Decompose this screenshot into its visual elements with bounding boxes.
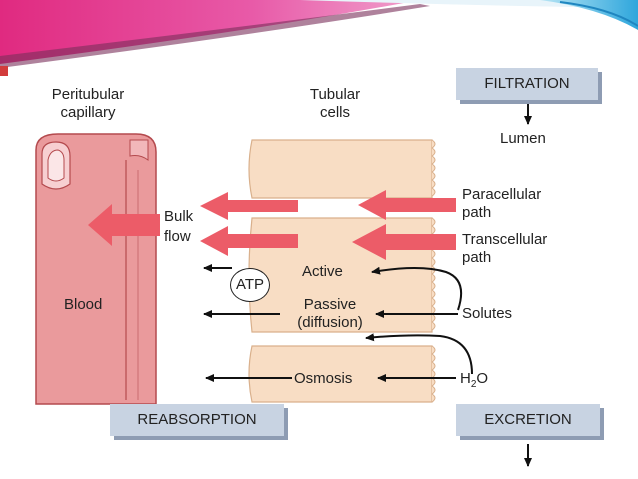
- transcellular-arrow-into-capillary: [200, 226, 298, 256]
- excretion-box: EXCRETION: [456, 404, 600, 436]
- tubular-label-line2: cells: [319, 104, 350, 121]
- bulk-flow-label-line2: flow: [164, 228, 191, 245]
- solutes-to-active-arrow: [371, 266, 462, 311]
- active-label: Active: [302, 263, 343, 280]
- tubular-cell-top: [248, 139, 436, 199]
- water-h: H: [460, 370, 471, 387]
- blood-label: Blood: [64, 296, 103, 313]
- water-o: O: [476, 370, 489, 387]
- capillary-vessel: [35, 133, 157, 405]
- bulk-flow-big-arrow: [88, 204, 160, 246]
- decorative-banner: [0, 0, 638, 76]
- transcellular-label-line2: path: [462, 249, 492, 266]
- paracellular-label-line1: Paracellular: [462, 186, 542, 203]
- lumen-label: Lumen: [500, 130, 546, 147]
- banner-red-mark: [0, 66, 8, 76]
- passive-label-line2: (diffusion): [297, 314, 363, 331]
- paracellular-arrow-into-cells: [358, 190, 456, 220]
- passive-label-line1: Passive: [303, 296, 357, 313]
- banner-dark-stripe: [0, 4, 430, 68]
- tubular-label-line1: Tubular: [309, 86, 361, 103]
- paracellular-label-line2: path: [462, 204, 492, 221]
- bulk-flow-label-line1: Bulk: [164, 208, 194, 225]
- water-label: H2O: [460, 370, 489, 390]
- peritubular-label-line2: capillary: [60, 104, 116, 121]
- reabsorption-box: REABSORPTION: [110, 404, 284, 436]
- filtration-box: FILTRATION: [456, 68, 598, 100]
- osmosis-label: Osmosis: [294, 370, 353, 387]
- atp-circle: ATP: [230, 268, 270, 302]
- paracellular-arrow-into-capillary: [200, 192, 298, 220]
- banner-cyan-swoosh: [540, 0, 638, 30]
- transcellular-label-line1: Transcellular: [462, 231, 548, 248]
- transcellular-arrow-into-cells: [352, 224, 456, 260]
- banner-cyan-line: [559, 1, 638, 27]
- tubular-cell-bottom: [248, 345, 436, 403]
- water-curve-arrow: [365, 333, 473, 375]
- water-subscript: 2: [470, 379, 477, 390]
- peritubular-label-line1: Peritubular: [51, 86, 125, 103]
- solutes-label: Solutes: [462, 305, 513, 322]
